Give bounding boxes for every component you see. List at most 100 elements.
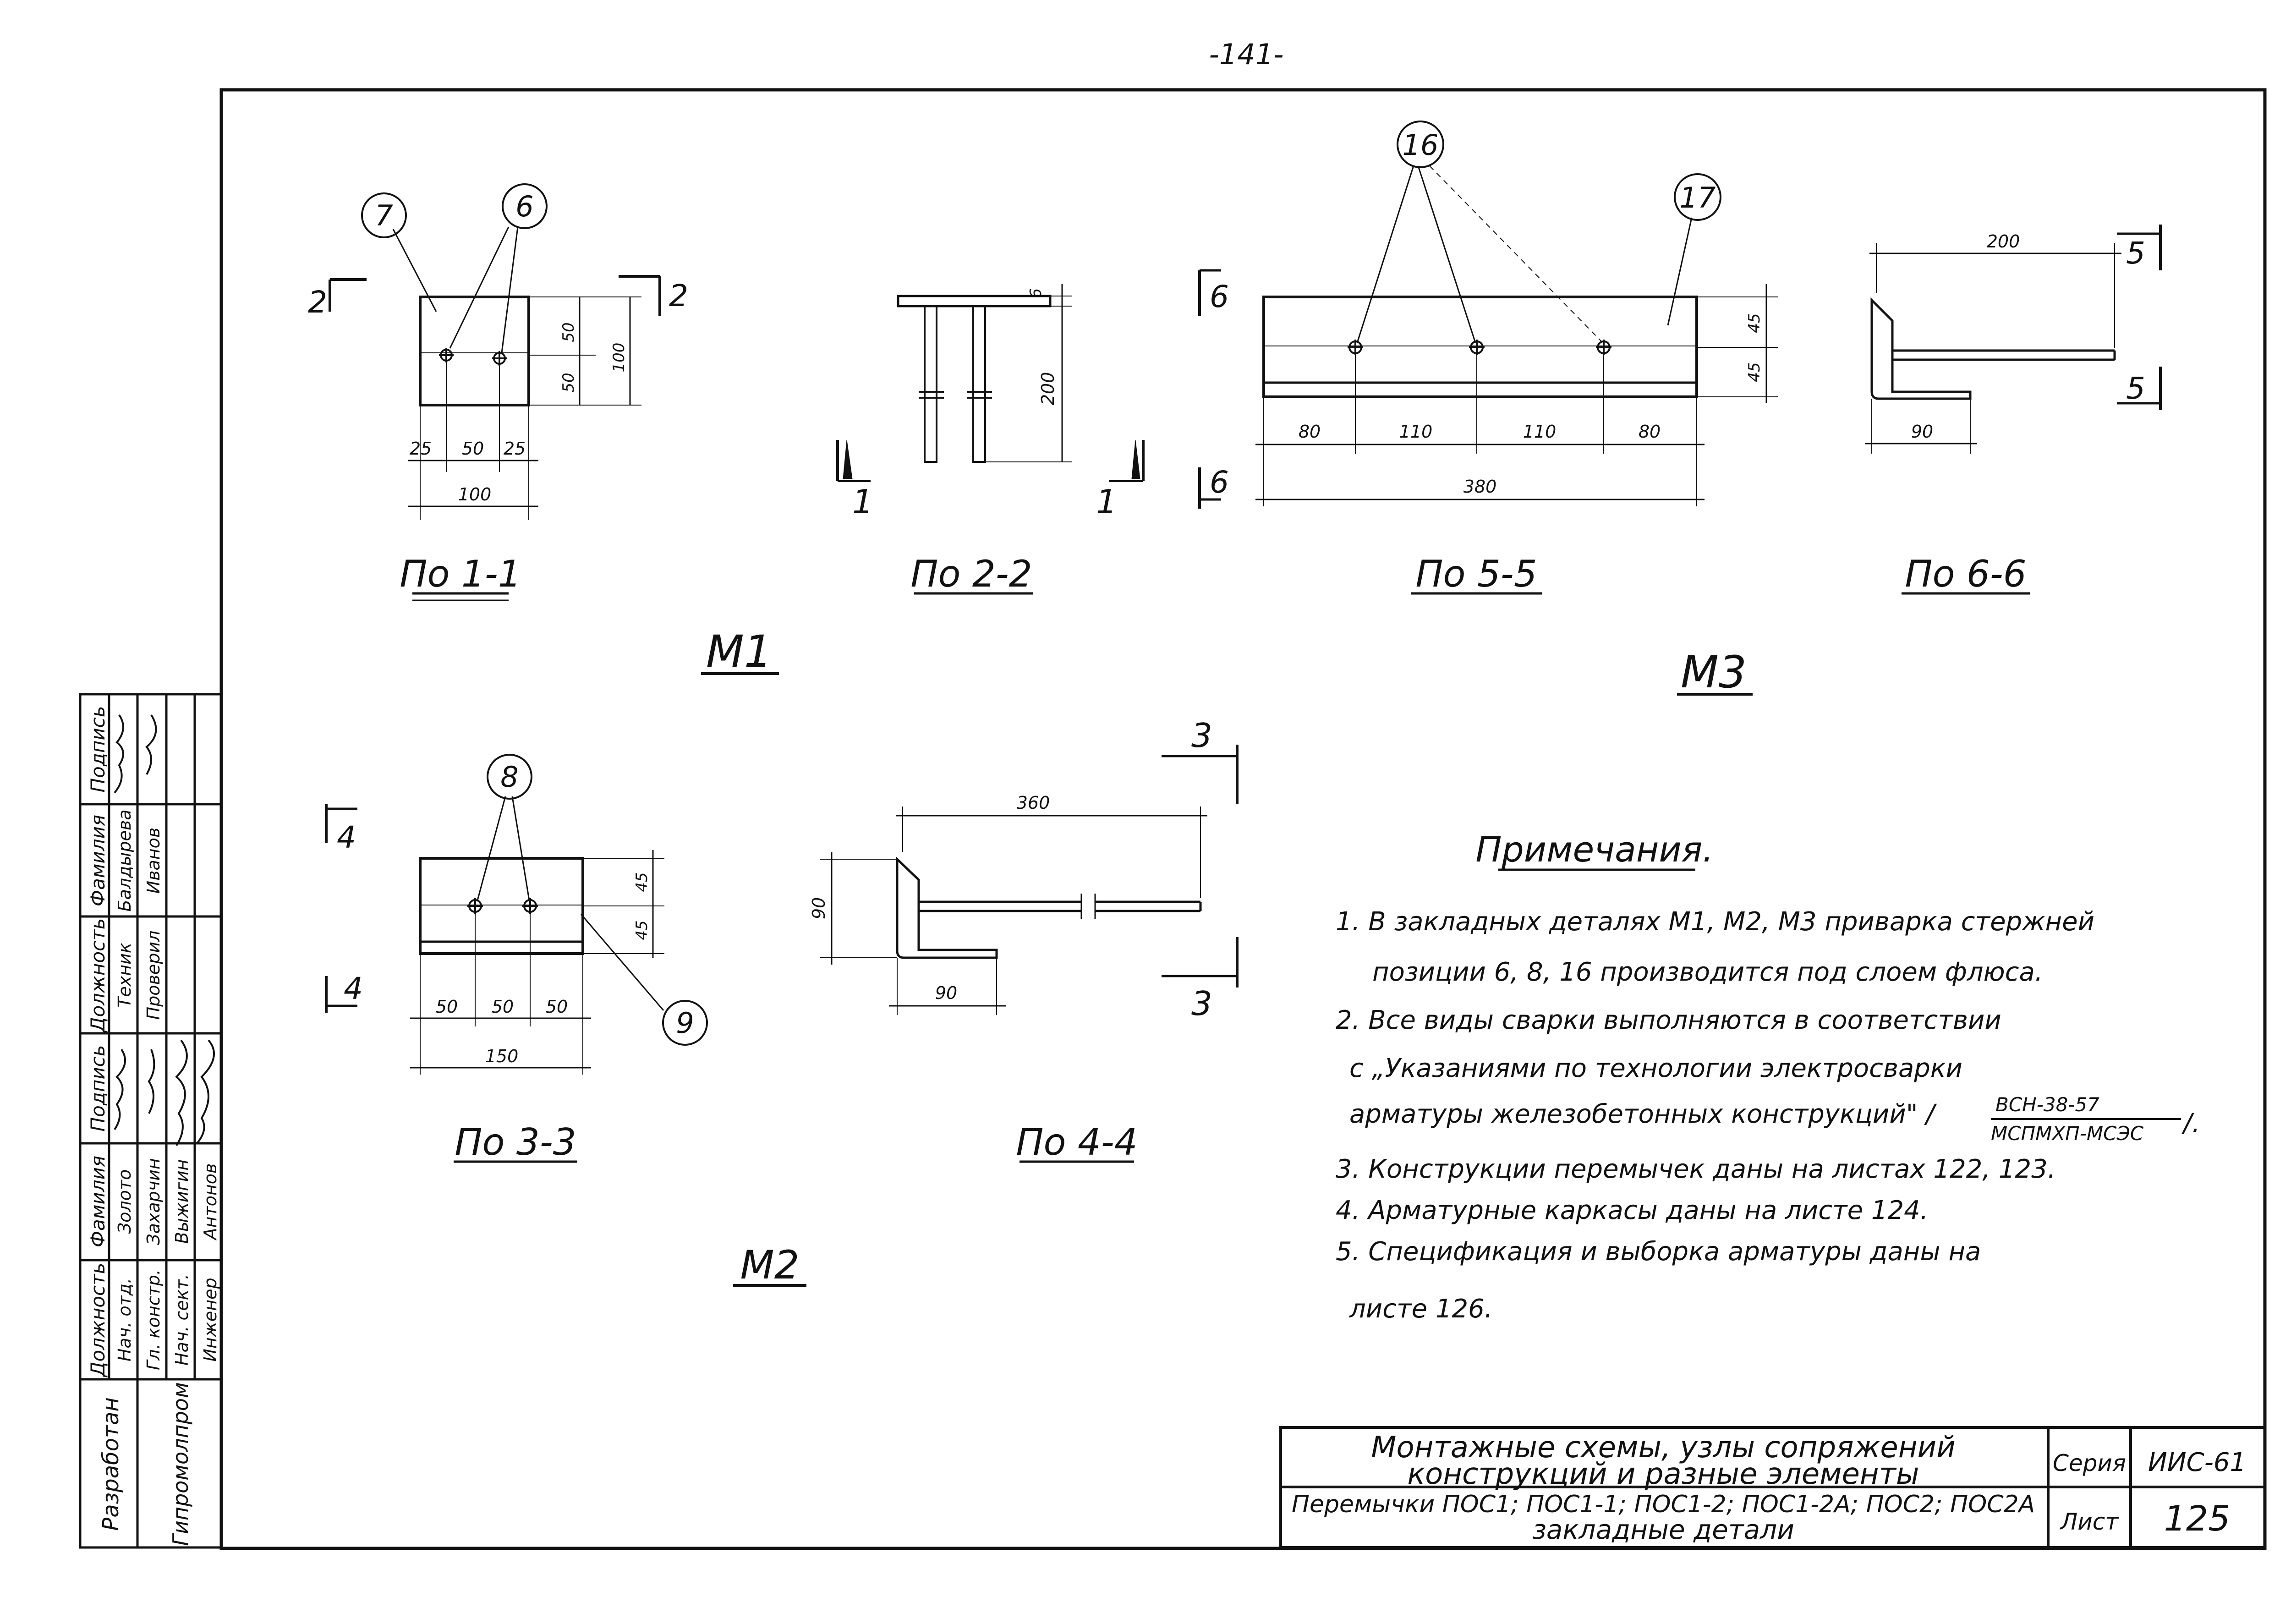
cut-mark-5-bottom: 5 — [2126, 371, 2145, 406]
stamp-header-signature-b: Подпись — [87, 706, 109, 793]
callout-6: 6 — [515, 190, 533, 223]
callout-17: 17 — [1680, 181, 1716, 214]
stamp-header-name-b: Фамилия — [87, 815, 109, 906]
view-title-2-2: По 2-2 — [910, 553, 1032, 595]
view-3-3 — [325, 754, 708, 1163]
dim-h3: 25 — [504, 439, 526, 459]
weld-point — [1596, 340, 1611, 355]
dim-h4: 80 — [1639, 422, 1661, 442]
callout-7: 7 — [375, 199, 393, 232]
title-line-3: Перемычки ПОС1; ПОС1-1; ПОС1-2; ПОС1-2А;… — [1292, 1491, 2035, 1518]
series-label: Серия — [2053, 1450, 2126, 1476]
cut-mark-1-right: 1 — [1096, 483, 1117, 521]
stamp-role-4: Инженер — [200, 1278, 220, 1361]
stamp-role-2: Гл. констр. — [143, 1269, 164, 1370]
left-stamp-grid — [79, 693, 223, 1549]
stamp-role-3: Нач. сект. — [172, 1274, 192, 1366]
note-line-7: 4. Арматурные каркасы даны на листе 124. — [1336, 1196, 1929, 1225]
stamp-header-position-a: Должность — [87, 1263, 109, 1378]
title-line-2: конструкций и разные элементы — [1408, 1457, 1919, 1491]
dim-h1: 80 — [1299, 422, 1321, 442]
dim-v2: 45 — [633, 920, 651, 940]
dim-width-90: 90 — [935, 983, 957, 1003]
cut-mark-2-left: 2 — [308, 285, 327, 320]
dim-h1: 25 — [410, 439, 432, 459]
note-fraction-close: /. — [2181, 1108, 2200, 1138]
dim-top-6: 6 — [1027, 288, 1045, 298]
note-fraction-top: ВСН-38-57 — [1995, 1093, 2099, 1116]
note-line-9: листе 126. — [1349, 1294, 1493, 1324]
stamp-dev-label: Разработан — [98, 1397, 124, 1531]
dim-height-90: 90 — [809, 897, 829, 919]
note-line-3: 2. Все виды сварки выполняются в соответ… — [1336, 1005, 2001, 1035]
weld-point — [467, 898, 483, 914]
view-2-2 — [836, 284, 1145, 595]
view-5-5 — [1198, 121, 1778, 595]
dim-vtotal: 100 — [610, 343, 628, 373]
sheet-label: Лист — [2060, 1509, 2120, 1535]
sheet-value: 125 — [2164, 1498, 2230, 1539]
stamp-name-6: Иванов — [143, 828, 164, 894]
series-value: ИИС-61 — [2148, 1448, 2246, 1477]
dim-htotal: 100 — [458, 484, 492, 505]
dim-v1: 45 — [1745, 313, 1764, 333]
title-block-grid — [1279, 1426, 2266, 1549]
dim-h2: 50 — [492, 997, 514, 1017]
stamp-role-5: Техник — [115, 943, 135, 1008]
dim-length-360: 360 — [1017, 793, 1050, 813]
callout-9: 9 — [676, 1006, 694, 1040]
callout-16: 16 — [1403, 128, 1439, 162]
weld-point — [1348, 340, 1363, 355]
stamp-header-position-b: Должность — [87, 918, 109, 1033]
stamp-name-3: Выжигин — [172, 1159, 192, 1244]
stamp-name-5: Балдырева — [115, 809, 135, 911]
dim-h2: 110 — [1399, 422, 1433, 442]
stamp-header-name-a: Фамилия — [87, 1156, 109, 1247]
view-title-5-5: По 5-5 — [1415, 553, 1537, 595]
note-line-5: арматуры железобетонных конструкций" / — [1349, 1099, 1937, 1129]
callout-8: 8 — [500, 760, 518, 794]
dim-v2: 50 — [559, 373, 578, 392]
dim-h1: 50 — [436, 997, 458, 1017]
cut-mark-3-top: 3 — [1191, 716, 1212, 755]
dim-h3: 110 — [1523, 422, 1557, 442]
cut-mark-5-top: 5 — [2126, 236, 2145, 271]
view-title-1-1: По 1-1 — [400, 553, 521, 595]
stamp-name-4: Антонов — [200, 1163, 220, 1241]
cut-mark-3-bottom: 3 — [1191, 984, 1212, 1023]
dim-height-200: 200 — [1038, 372, 1058, 406]
dim-length-200: 200 — [1987, 231, 2020, 252]
weld-point — [439, 348, 454, 362]
stamp-org: Гипромолпром — [168, 1382, 193, 1546]
page-number: -141- — [1209, 38, 1283, 71]
stamp-header-signature-a: Подпись — [87, 1045, 109, 1132]
stamp-role-6: Проверил — [143, 931, 164, 1020]
stamp-name-1: Золото — [115, 1169, 135, 1234]
cut-mark-1-left: 1 — [852, 483, 873, 521]
note-line-4: с „Указаниями по технологии электросварк… — [1349, 1053, 1962, 1083]
note-line-1: 1. В закладных деталях М1, М2, М3 привар… — [1336, 907, 2094, 937]
note-line-8: 5. Спецификация и выборка арматуры даны … — [1336, 1237, 1981, 1267]
dim-v1: 50 — [559, 322, 578, 342]
dim-h2: 50 — [462, 439, 484, 459]
view-6-6 — [1865, 225, 2162, 595]
group-label-m1: М1 — [706, 626, 772, 677]
view-4-4 — [820, 745, 1239, 1163]
dim-width-90: 90 — [1911, 422, 1933, 442]
view-title-6-6: По 6-6 — [1905, 553, 2026, 595]
group-label-m2: М2 — [740, 1242, 800, 1288]
cut-mark-6-top: 6 — [1210, 279, 1229, 314]
stamp-role-1: Нач. отд. — [115, 1278, 135, 1361]
view-title-4-4: По 4-4 — [1016, 1121, 1137, 1163]
title-line-1: Монтажные схемы, узлы сопряжений — [1371, 1431, 1955, 1465]
dim-v1: 45 — [633, 872, 651, 892]
cut-mark-4-bottom: 4 — [344, 971, 363, 1006]
weld-point — [522, 898, 538, 914]
note-fraction-bottom: МСПМХП-МСЭС — [1991, 1122, 2144, 1145]
weld-point — [1469, 340, 1485, 355]
dim-v2: 45 — [1745, 362, 1764, 382]
view-1-1 — [329, 183, 661, 601]
dim-h3: 50 — [546, 997, 568, 1017]
signature-scribbles — [114, 714, 215, 1147]
